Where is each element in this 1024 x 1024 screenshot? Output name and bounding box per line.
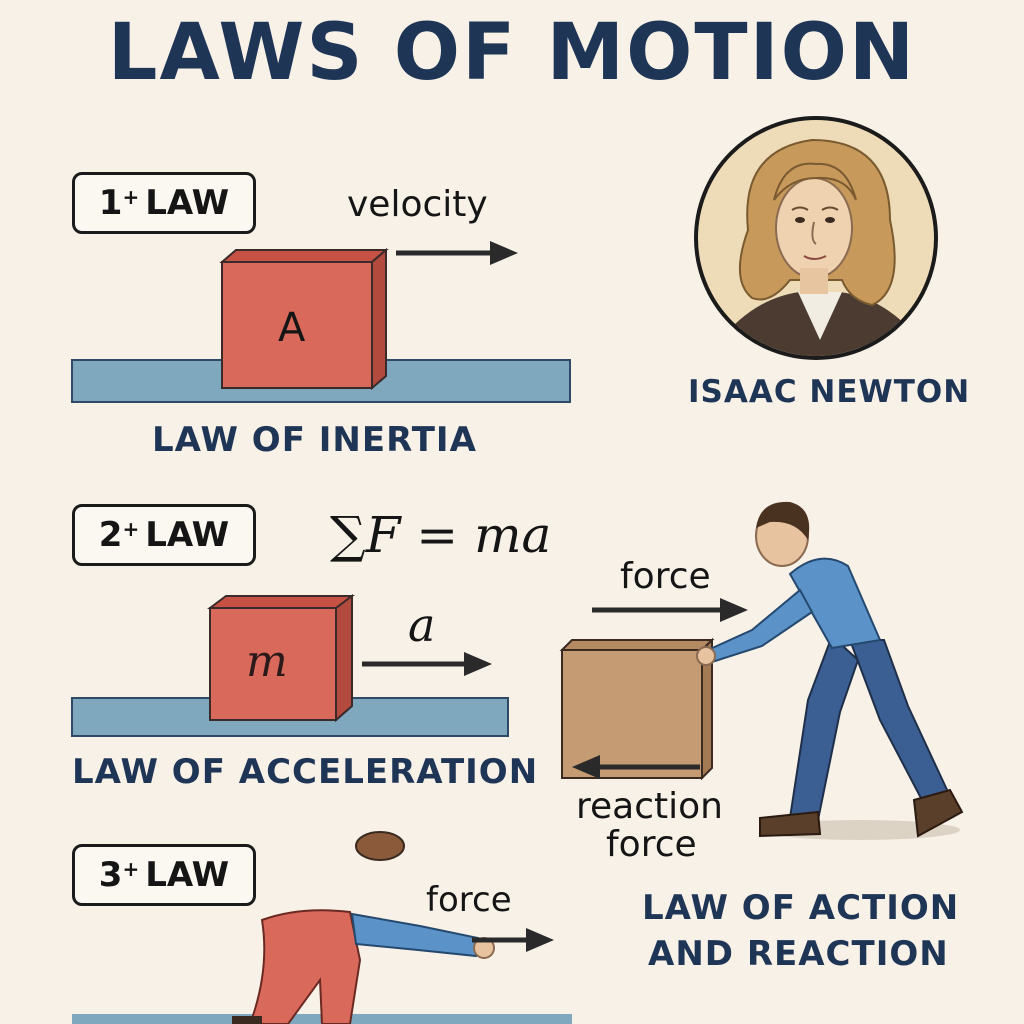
velocity-label: velocity: [347, 184, 488, 225]
block-m-label: m: [246, 636, 288, 687]
reaction-force-label-line1: reaction: [576, 786, 723, 827]
law-3-badge-word: LAW: [145, 855, 230, 895]
newton-name-label: ISAAC NEWTON: [688, 374, 971, 410]
push-force-arrow: [592, 598, 748, 622]
crate: [559, 637, 715, 781]
velocity-arrow: [396, 241, 518, 265]
law-1-badge-number: 1: [98, 183, 123, 223]
law-2-badge-word: LAW: [145, 515, 230, 555]
law-1-caption: LAW OF INERTIA: [152, 420, 477, 460]
law-1-badge-superscript: +: [122, 185, 140, 209]
law-3-force-label: force: [426, 880, 512, 920]
law-3-caption-line2: AND REACTION: [648, 934, 949, 974]
law-1-block: [219, 247, 389, 391]
law-3-badge-number: 3: [98, 855, 123, 895]
pushing-man: [696, 501, 964, 840]
law-3-badge: 3+LAW: [72, 844, 256, 906]
law-2-badge-number: 2: [98, 515, 123, 555]
block-a-label: A: [278, 305, 306, 351]
acceleration-arrow: [362, 652, 492, 676]
law-3-badge-superscript: +: [122, 857, 140, 881]
page-title: LAWS OF MOTION: [107, 8, 917, 98]
law-3-caption-line1: LAW OF ACTION: [642, 888, 960, 928]
newton-second-law-formula: ∑F = ma: [330, 506, 552, 564]
acceleration-label: a: [408, 598, 436, 652]
law-1-badge-word: LAW: [145, 183, 230, 223]
law-1-badge: 1+LAW: [72, 172, 256, 234]
law-2-badge: 2+LAW: [72, 504, 256, 566]
law-2-caption: LAW OF ACCELERATION: [72, 752, 539, 792]
law-3-force-arrow: [472, 928, 554, 952]
law-2-block: [207, 594, 355, 723]
push-force-label: force: [620, 556, 711, 597]
law-2-badge-superscript: +: [122, 517, 140, 541]
reaction-force-arrow: [572, 755, 700, 779]
reaction-force-label-line2: force: [606, 824, 697, 865]
